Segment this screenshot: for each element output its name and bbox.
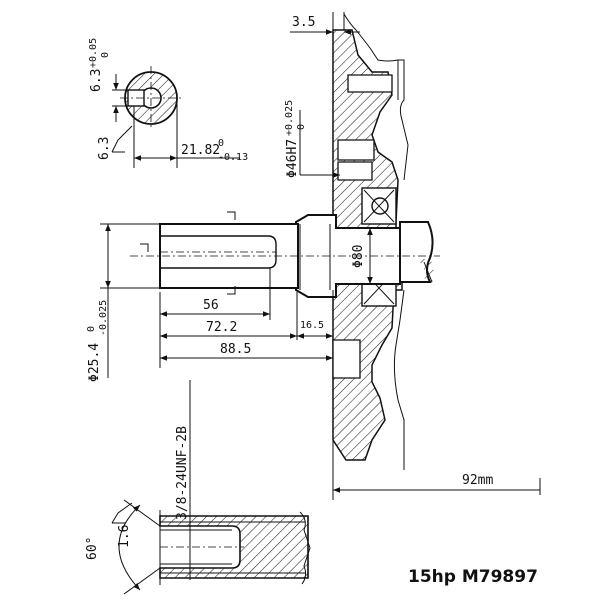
thread-section	[159, 515, 309, 579]
chamfer-size-label: 1.6	[117, 525, 132, 548]
key-depth-tol-lower: -0.13	[218, 152, 248, 163]
dimension-lines	[100, 12, 541, 580]
keyway-length-label: 56	[203, 298, 219, 313]
keyway-side-label: 6.3	[97, 137, 112, 160]
thread-label: 3/8-24UNF-2B	[175, 426, 190, 520]
shaft-diameter-tol-lower: -0.025	[98, 300, 109, 336]
overall-length-label: 88.5	[220, 342, 251, 357]
key-depth-tol-upper: 0	[218, 138, 224, 149]
output-shaft	[130, 211, 440, 298]
wall-thickness-label: 3.5	[292, 15, 315, 30]
shaft-diameter-tol-upper: 0	[86, 326, 97, 332]
key-width-label: 6.3	[89, 69, 104, 92]
key-width-tol-upper: +0.05	[88, 38, 99, 68]
bearing-diameter-label: Φ80	[351, 245, 366, 268]
chamfer-angle-label: 60°	[85, 537, 100, 560]
key-depth-label: 21.82	[181, 143, 220, 158]
shaft-hub	[295, 214, 401, 298]
dimension-labels: 3.5 6.3 +0.05 0 21.82 0 -0.13 6.3 Φ46H7 …	[85, 15, 493, 560]
key-width-tol-lower: 0	[100, 52, 111, 58]
bore-fit-tol-upper: +0.025	[284, 100, 295, 136]
keyway-section	[111, 66, 240, 168]
shaft-length-label: 72.2	[206, 320, 237, 335]
bore-fit-tol-lower: 0	[296, 124, 307, 130]
shaft-diameter-label: Φ25.4	[87, 343, 102, 382]
housing-cavity-2	[337, 139, 375, 161]
shoulder-length-label: 16.5	[300, 320, 324, 331]
housing-cavity-1	[347, 74, 393, 93]
drawing-title: 15hp M79897	[408, 567, 538, 587]
bore-fit-label: Φ46H7	[285, 139, 300, 178]
housing-cavity-4	[332, 339, 361, 379]
thread-detail	[111, 499, 311, 595]
offset-label: 92mm	[462, 473, 493, 488]
housing-cavity-3	[337, 161, 373, 181]
